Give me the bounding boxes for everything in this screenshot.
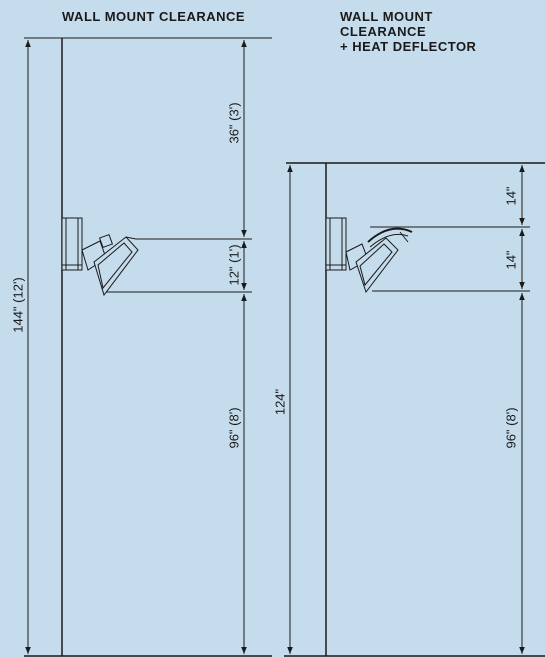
left-top-label: 36" (3') [226, 102, 241, 143]
right-bottom-label: 96" (8') [503, 407, 518, 448]
left-diagram-title: WALL MOUNT CLEARANCE [62, 9, 246, 24]
right-title-line3: + HEAT DEFLECTOR [340, 39, 477, 54]
right-title-line2: CLEARANCE [340, 24, 427, 39]
left-total-label: 144" (12') [10, 277, 25, 333]
right-heater-with-deflector-icon [325, 217, 413, 294]
left-heater-icon [61, 217, 139, 297]
left-wall-diagram [24, 37, 272, 657]
right-title-line1: WALL MOUNT [340, 9, 433, 24]
right-middle-label: 14" [503, 250, 518, 269]
right-total-label: 124" [272, 388, 287, 415]
right-diagram-title: WALL MOUNT CLEARANCE + HEAT DEFLECTOR [340, 9, 476, 54]
heat-deflector [367, 227, 413, 243]
left-bottom-label: 96" (8') [226, 407, 241, 448]
left-middle-label: 12" (1') [226, 244, 241, 285]
right-top-label: 14" [503, 186, 518, 205]
